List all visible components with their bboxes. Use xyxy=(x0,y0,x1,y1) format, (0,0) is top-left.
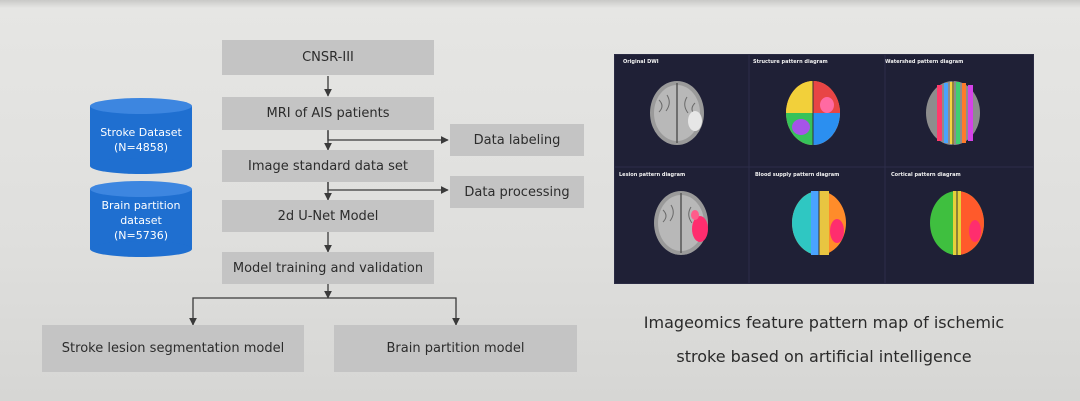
stroke-dataset-label: Stroke Dataset (N=4858) xyxy=(90,125,192,155)
step-training: Model training and validation xyxy=(222,252,434,284)
pattern-map-panel: Original DWI Structure pattern diagram W… xyxy=(615,55,1033,283)
brain-images xyxy=(615,55,1033,283)
brain-partition-dataset-label: Brain partition dataset (N=5736) xyxy=(90,198,192,243)
brain-blood-supply-pattern xyxy=(792,191,846,255)
arrow-to-output1 xyxy=(189,297,328,326)
arrow-to-output2 xyxy=(328,297,460,326)
brain-structure-pattern xyxy=(786,81,840,145)
brain-original-dwi xyxy=(650,81,704,145)
step-cnsr: CNSR-III xyxy=(222,40,434,75)
panel-title-blood-supply: Blood supply pattern diagram xyxy=(755,172,840,178)
panel-title-cortical: Cortical pattern diagram xyxy=(891,172,961,178)
caption-line-2: stroke based on artificial intelligence xyxy=(676,347,972,366)
arrow-to-labeling xyxy=(327,131,449,144)
output-stroke-lesion-model: Stroke lesion segmentation model xyxy=(42,325,304,372)
brain-cortical-pattern xyxy=(930,191,984,255)
stroke-dataset-count: (N=4858) xyxy=(113,141,169,154)
brain-watershed-pattern xyxy=(926,81,980,145)
brain-lesion-pattern xyxy=(654,191,708,255)
panel-title-watershed: Watershed pattern diagram xyxy=(885,59,964,65)
step-image-standard: Image standard data set xyxy=(222,150,434,182)
stroke-dataset-name: Stroke Dataset xyxy=(100,126,182,139)
cylinder-stroke-dataset xyxy=(90,98,192,174)
brain-partition-dataset-name-2: dataset xyxy=(120,214,162,227)
side-data-processing: Data processing xyxy=(450,176,584,208)
panel-title-structure: Structure pattern diagram xyxy=(753,59,828,65)
caption-line-1: Imageomics feature pattern map of ischem… xyxy=(643,313,1005,332)
output-brain-partition-model: Brain partition model xyxy=(334,325,577,372)
panel-title-original-dwi: Original DWI xyxy=(623,59,659,65)
cylinder-brain-partition-dataset xyxy=(90,181,192,257)
side-data-labeling: Data labeling xyxy=(450,124,584,156)
step-unet: 2d U-Net Model xyxy=(222,200,434,232)
step-mri: MRI of AIS patients xyxy=(222,97,434,130)
brain-partition-dataset-count: (N=5736) xyxy=(113,229,169,242)
arrow-to-processing xyxy=(327,182,449,194)
panel-title-lesion: Lesion pattern diagram xyxy=(619,172,686,178)
brain-partition-dataset-name-1: Brain partition xyxy=(101,199,181,212)
